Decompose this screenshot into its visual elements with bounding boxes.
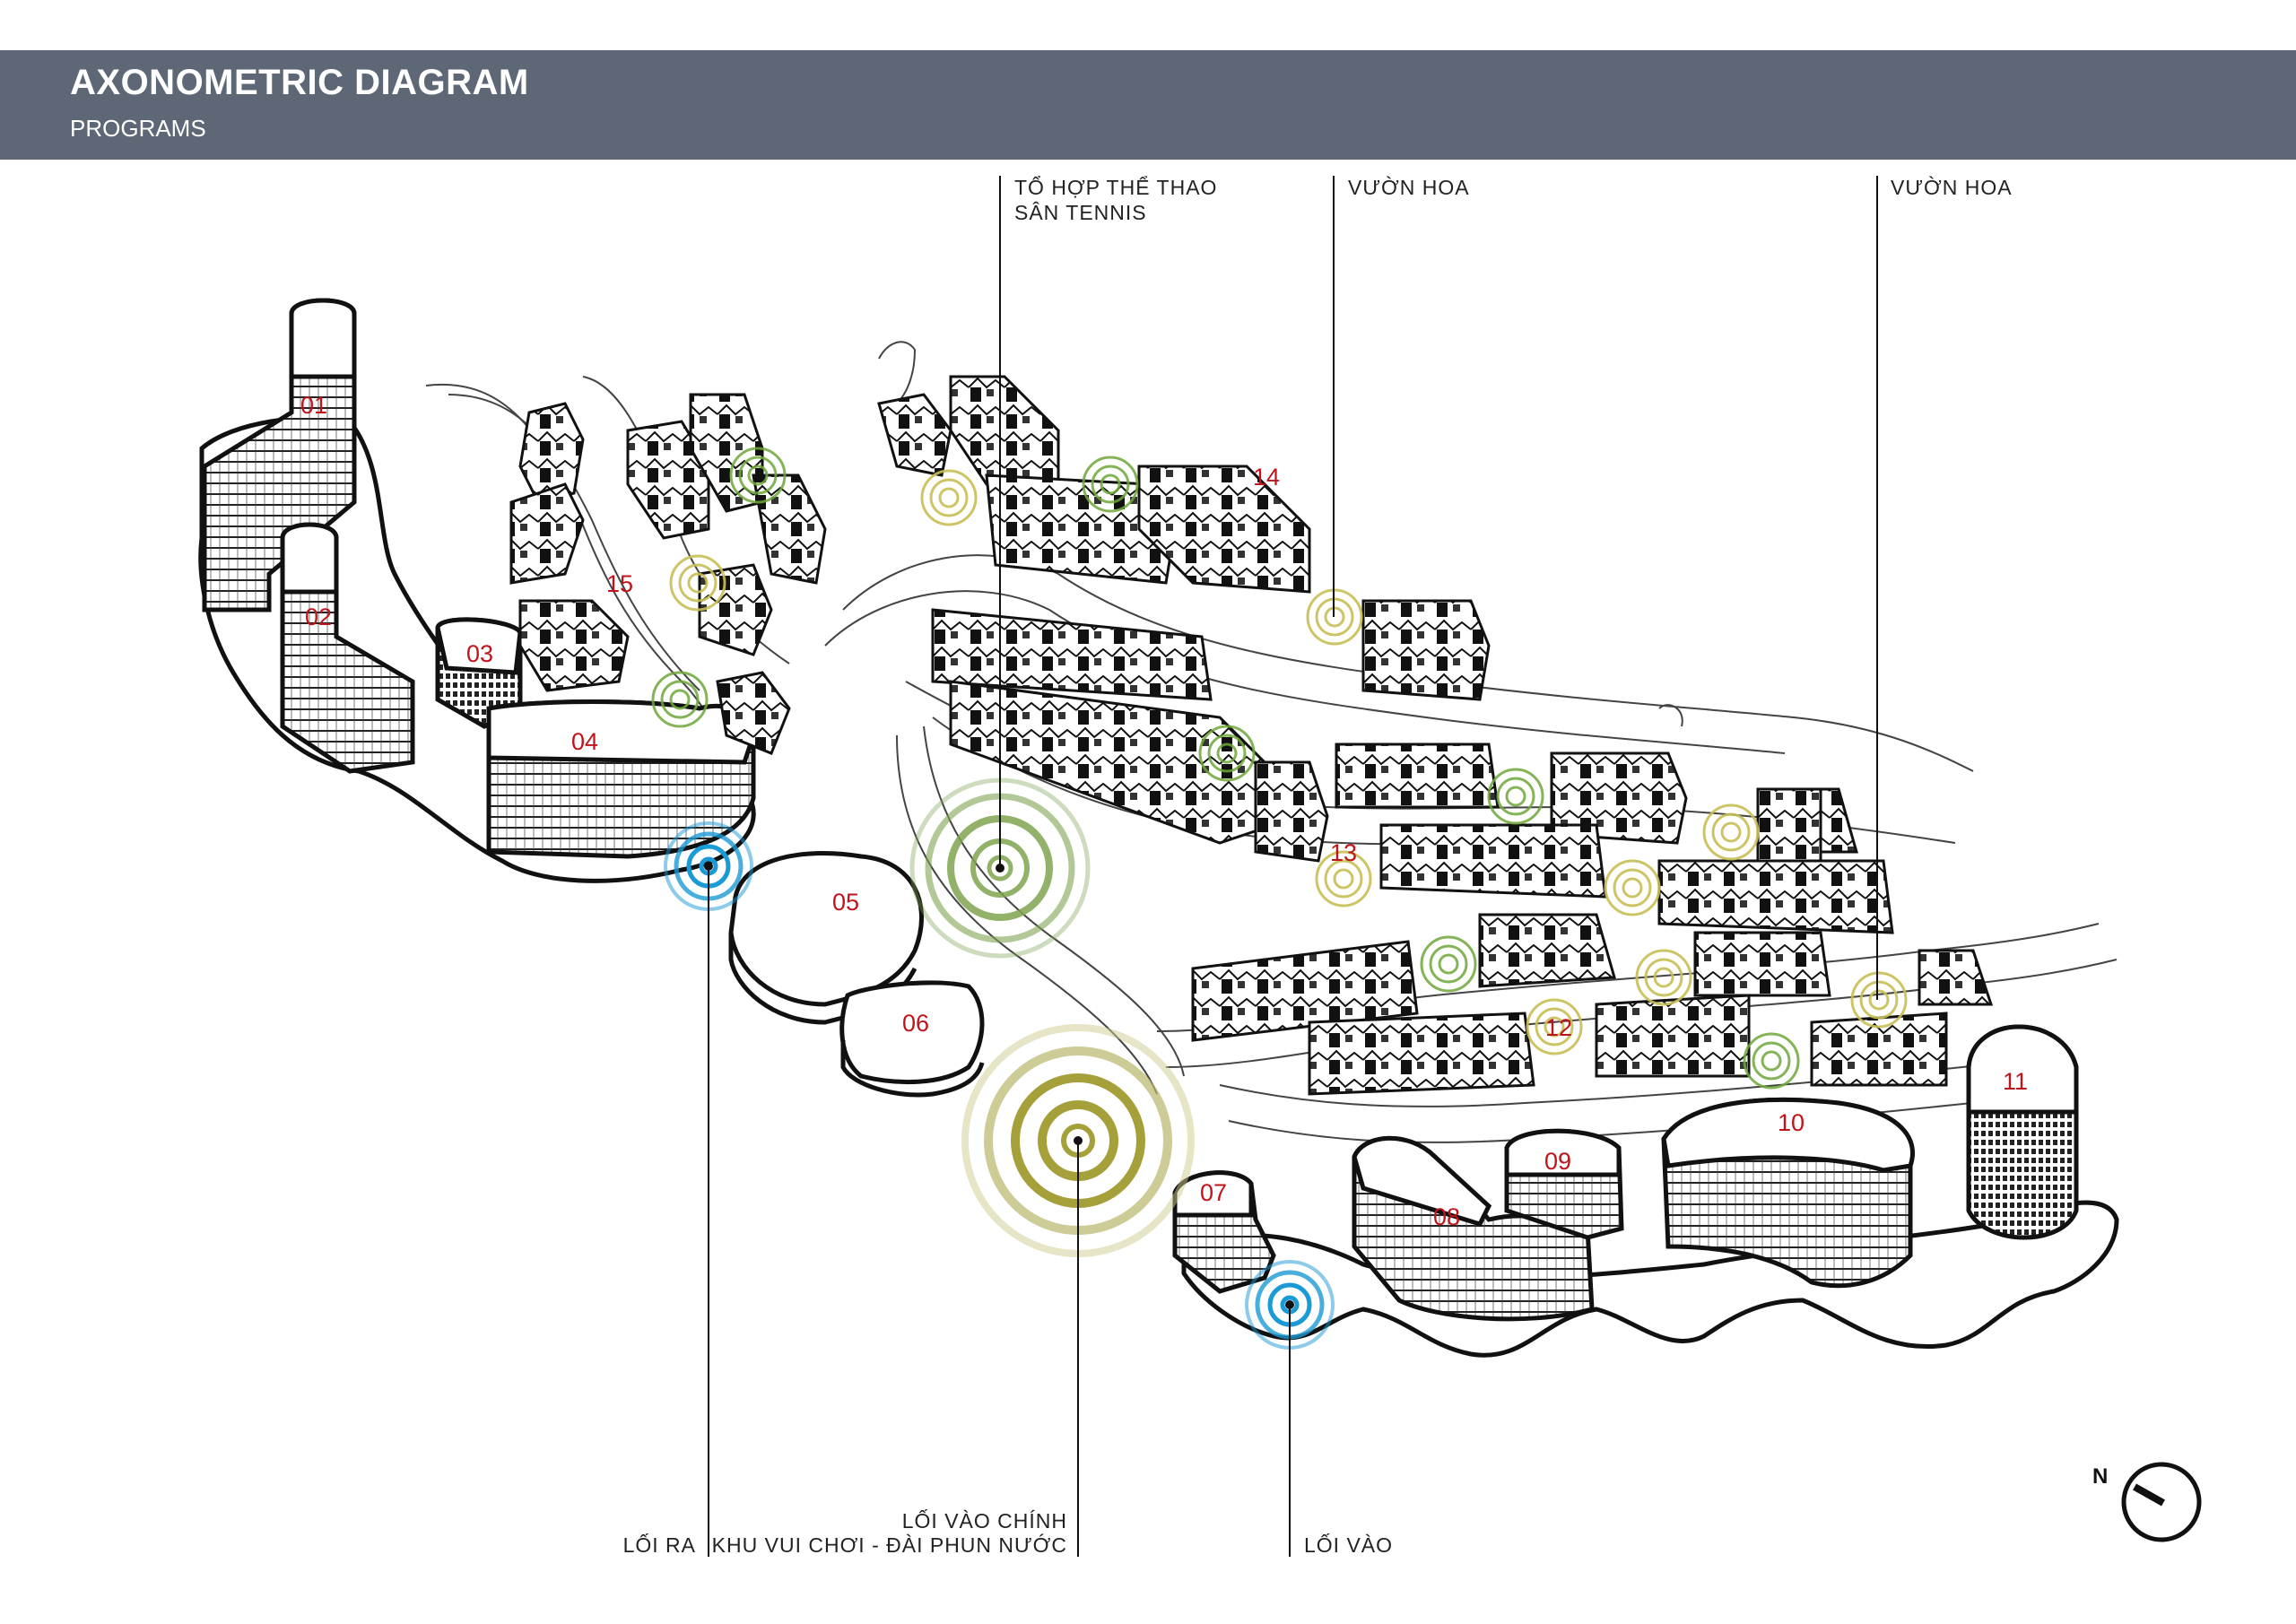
label-playground-fountain: KHU VUI CHƠI - ĐÀI PHUN NƯỚC — [711, 1533, 1067, 1557]
number-13: 13 — [1330, 839, 1357, 866]
number-09: 09 — [1544, 1148, 1571, 1175]
page-title: AXONOMETRIC DIAGRAM — [70, 63, 529, 102]
page-subtitle: PROGRAMS — [70, 115, 206, 142]
building-09 — [1504, 1128, 1624, 1240]
building-06 — [839, 980, 985, 1098]
villa-cluster-13 — [931, 608, 1894, 934]
compass-north-label: N — [2092, 1464, 2109, 1489]
building-11 — [1966, 1024, 2079, 1240]
number-05: 05 — [832, 889, 859, 916]
building-07 — [1172, 1170, 1276, 1294]
villa-cluster-12 — [1191, 913, 1994, 1096]
building-numbers: 01 02 03 04 05 06 07 08 09 10 11 12 13 1… — [300, 392, 2028, 1230]
number-14: 14 — [1253, 464, 1280, 491]
villa-cluster-14 — [877, 375, 1491, 701]
label-garden-1: VƯỜN HOA — [1348, 176, 1470, 199]
building-02 — [280, 522, 415, 774]
building-10 — [1661, 1097, 1915, 1289]
number-15: 15 — [606, 570, 633, 597]
label-garden-2: VƯỜN HOA — [1891, 176, 2013, 199]
number-01: 01 — [300, 392, 327, 419]
label-sports-complex: TỔ HỢP THỂ THAO — [1014, 176, 1218, 199]
label-entry: LỐI VÀO — [1304, 1533, 1394, 1557]
number-12: 12 — [1545, 1014, 1572, 1041]
number-03: 03 — [466, 640, 493, 667]
villa-cluster-15 — [509, 393, 827, 755]
number-10: 10 — [1778, 1109, 1805, 1136]
number-06: 06 — [902, 1010, 929, 1037]
number-02: 02 — [305, 604, 332, 630]
number-07: 07 — [1200, 1179, 1227, 1206]
leader-lines — [708, 176, 1878, 1557]
number-11: 11 — [2003, 1068, 2028, 1095]
label-main-entry: LỐI VÀO CHÍNH — [901, 1509, 1067, 1533]
number-04: 04 — [571, 728, 598, 755]
header-bar: AXONOMETRIC DIAGRAM PROGRAMS — [0, 50, 2296, 160]
compass-icon — [2121, 1462, 2202, 1542]
label-tennis: SÂN TENNIS — [1014, 201, 1147, 224]
building-03 — [435, 617, 523, 729]
number-08: 08 — [1433, 1203, 1460, 1230]
label-exit: LỐI RA — [622, 1533, 696, 1557]
